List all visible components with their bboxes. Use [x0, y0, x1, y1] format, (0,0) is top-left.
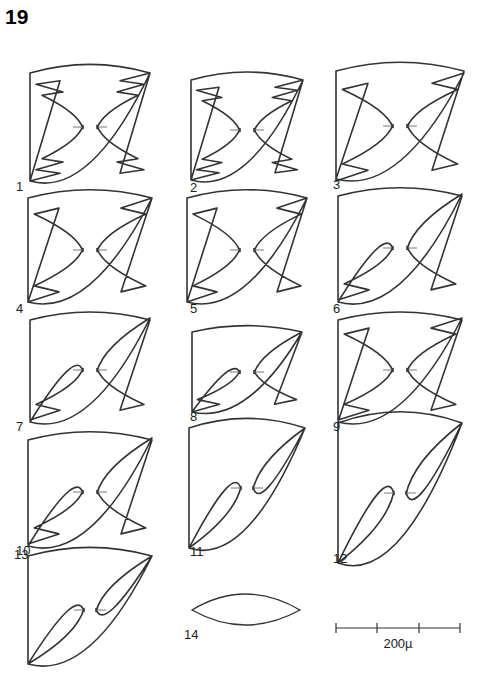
figure-number: 5 — [190, 302, 197, 315]
scale-bar-line — [336, 627, 460, 628]
desmid-cell-outline — [187, 190, 307, 304]
desmid-cell-outline — [30, 312, 150, 424]
desmid-cell-outline — [338, 412, 462, 566]
isthmus-line — [74, 610, 106, 611]
figure-number: 6 — [333, 302, 340, 315]
desmid-cell-outline — [338, 188, 462, 304]
scale-tick — [418, 623, 419, 633]
plate-number: 19 — [5, 6, 28, 27]
isthmus-line — [383, 248, 417, 249]
desmid-cell-outline — [338, 312, 462, 424]
figure-number: 12 — [333, 552, 347, 565]
figure-number: 2 — [190, 181, 197, 194]
desmid-cell-outline — [28, 432, 152, 548]
desmid-cell-outline — [191, 72, 303, 182]
isthmus-line — [73, 370, 107, 371]
scale-tick — [335, 623, 336, 633]
figure-number: 4 — [16, 302, 23, 315]
figure-number: 13 — [14, 548, 28, 561]
desmid-cell-outline — [28, 547, 152, 666]
isthmus-line — [230, 372, 264, 373]
isthmus-line — [383, 126, 417, 127]
figure-number: 8 — [190, 410, 197, 423]
isthmus-line — [230, 130, 264, 131]
desmid-cell-outline — [28, 190, 152, 304]
desmid-cell-outline — [192, 326, 302, 414]
figure-number: 1 — [16, 180, 23, 193]
scale-tick — [459, 623, 460, 633]
scale-label: 200µ — [383, 637, 412, 650]
figure-number: 7 — [16, 420, 23, 433]
isthmus-line — [231, 488, 263, 489]
scale-tick — [376, 623, 377, 633]
isthmus-line — [73, 492, 107, 493]
isthmus-line — [73, 127, 107, 128]
end-view-outline — [192, 594, 300, 625]
desmid-cell-outline — [30, 64, 150, 183]
figure-number: 14 — [184, 628, 198, 641]
isthmus-line — [230, 250, 264, 251]
isthmus-line — [383, 370, 417, 371]
desmid-cell-outline — [336, 62, 464, 181]
isthmus-line — [73, 250, 107, 251]
scale-bar — [336, 623, 460, 633]
figure-number: 3 — [333, 178, 340, 191]
desmid-cell-outline — [189, 418, 305, 550]
figure-number: 11 — [190, 545, 204, 558]
isthmus-line — [384, 493, 416, 494]
figure-number: 9 — [333, 420, 340, 433]
